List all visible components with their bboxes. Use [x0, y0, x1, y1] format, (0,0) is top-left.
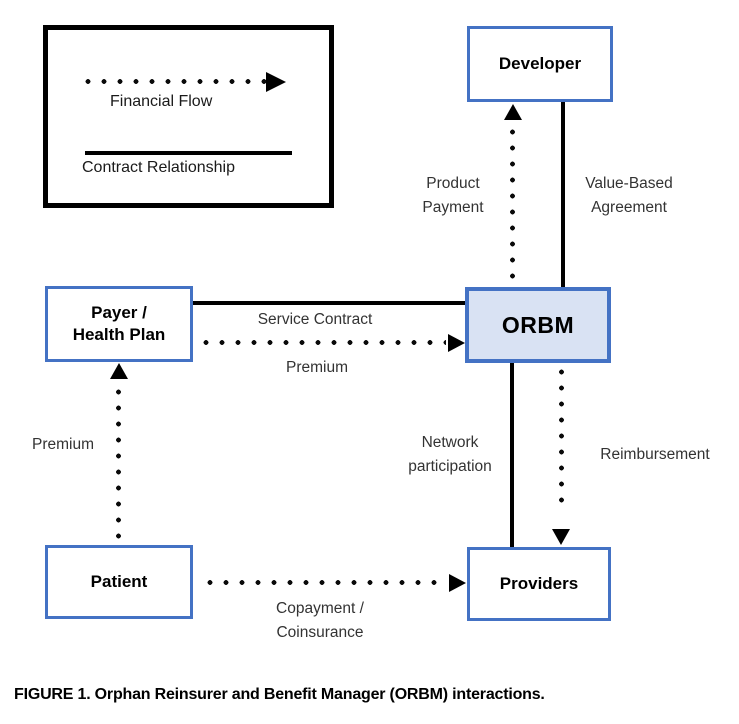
network-label-line2: participation [408, 458, 492, 475]
copayment-label-line2: Coinsurance [276, 624, 364, 641]
copayment-dotted-line [200, 580, 446, 585]
patient-box: Patient [45, 545, 193, 619]
network-participation-label: Network participation [395, 431, 505, 479]
figure-caption: FIGURE 1. Orphan Reinsurer and Benefit M… [14, 686, 545, 703]
developer-box: Developer [467, 26, 613, 102]
orbm-label: ORBM [501, 312, 575, 338]
premium-to-payer-dotted-line [116, 382, 121, 545]
payer-label-line1: Payer / [91, 303, 147, 322]
copayment-arrowhead-icon [449, 574, 466, 592]
financial-flow-label: Financial Flow [110, 93, 213, 110]
payer-health-plan-box: Payer / Health Plan [45, 286, 193, 362]
product-payment-label: Product Payment [403, 172, 503, 220]
premium-to-payer-arrowhead-icon [110, 363, 128, 379]
network-label-line1: Network [421, 434, 479, 451]
product-payment-label-line1: Product [426, 175, 480, 192]
reimbursement-label: Reimbursement [600, 446, 710, 463]
network-participation-line [510, 362, 514, 547]
legend-box: Financial Flow Contract Relationship [43, 25, 334, 208]
premium-to-orbm-label: Premium [285, 359, 348, 376]
value-based-agreement-label: Value-Based Agreement [578, 172, 680, 220]
copayment-label: Copayment / Coinsurance [250, 597, 390, 645]
premium-to-orbm-dotted-line [196, 340, 446, 345]
value-based-label-line1: Value-Based [585, 175, 673, 192]
developer-label: Developer [498, 54, 582, 73]
premium-to-payer-label: Premium [31, 436, 94, 453]
product-payment-arrowhead-icon [504, 104, 522, 120]
service-contract-line [192, 301, 465, 305]
providers-label: Providers [499, 574, 579, 593]
reimbursement-arrowhead-icon [552, 529, 570, 545]
contract-relationship-line [85, 151, 292, 155]
patient-label: Patient [90, 572, 148, 591]
orbm-box: ORBM [465, 287, 611, 363]
contract-relationship-label: Contract Relationship [82, 159, 235, 176]
premium-to-orbm-arrowhead-icon [448, 334, 465, 352]
service-contract-label: Service Contract [257, 311, 373, 328]
value-based-agreement-line [561, 101, 565, 288]
product-payment-dotted-line [510, 122, 515, 287]
financial-flow-arrowhead-icon [266, 72, 286, 92]
financial-flow-dotted-line [78, 79, 266, 84]
providers-box: Providers [467, 547, 611, 621]
reimbursement-dotted-line [559, 362, 564, 512]
product-payment-label-line2: Payment [422, 199, 484, 216]
payer-label-line2: Health Plan [72, 325, 166, 344]
copayment-label-line1: Copayment / [276, 600, 364, 617]
value-based-label-line2: Agreement [591, 199, 667, 216]
